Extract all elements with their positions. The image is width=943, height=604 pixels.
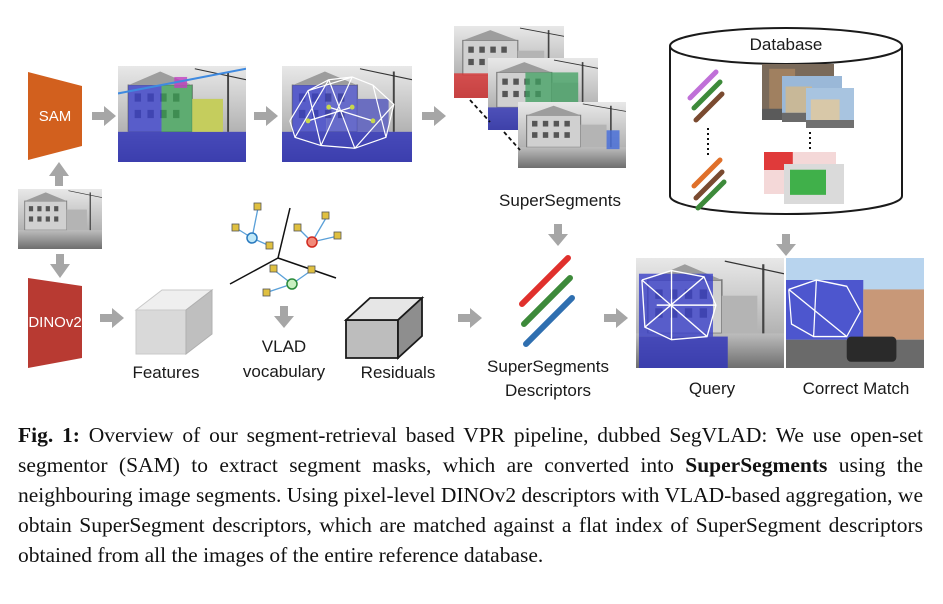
- supersegment-descriptor-bars: [519, 255, 575, 347]
- arrow-descriptors-to-query: [604, 308, 628, 328]
- caption-bold-term: SuperSegments: [685, 453, 828, 477]
- flow-arrows: [49, 106, 796, 328]
- arrow-sam-to-seg: [92, 106, 116, 126]
- residuals-label: Residuals: [361, 363, 436, 382]
- segment-graph-image: [282, 66, 412, 162]
- dinov2-label: DINOv2: [28, 314, 81, 331]
- arrow-supersegments-down: [548, 224, 568, 246]
- caption-text-2: using the neighbouring image segments. U…: [18, 453, 923, 567]
- vlad-label-line1: VLAD: [262, 337, 306, 356]
- vlad-vocabulary-diagram: [229, 202, 342, 297]
- database-cylinder: [669, 27, 903, 215]
- figure-caption: Fig. 1: Overview of our segment-retrieva…: [18, 420, 923, 570]
- arrow-up-to-sam: [49, 162, 69, 186]
- caption-prefix: Fig. 1:: [18, 423, 80, 447]
- correct-match-label: Correct Match: [803, 379, 910, 398]
- input-image: [18, 189, 102, 249]
- database-label: Database: [750, 35, 823, 54]
- arrow-residuals-to-descriptors: [458, 308, 482, 328]
- sam-block: SAM: [28, 72, 82, 160]
- arrow-seg-to-graph: [254, 106, 278, 126]
- descriptors-label-line1: SuperSegments: [487, 357, 609, 376]
- arrow-down-to-dinov2: [50, 254, 70, 278]
- descriptors-label-line2: Descriptors: [505, 381, 591, 400]
- query-label: Query: [689, 379, 736, 398]
- arrow-database-down: [776, 234, 796, 256]
- residuals-cube: [343, 295, 425, 361]
- sam-label: SAM: [39, 108, 72, 125]
- pipeline-diagram: SAM DINOv2: [18, 26, 924, 400]
- correct-match-image: [786, 258, 924, 368]
- vlad-label-line2: vocabulary: [243, 362, 326, 381]
- arrow-graph-to-supersegments: [422, 106, 446, 126]
- supersegments-stack: [454, 26, 626, 168]
- arrow-vocab-down: [274, 306, 294, 328]
- query-image: [636, 258, 784, 368]
- dinov2-block: DINOv2: [28, 278, 82, 368]
- segmented-image: [118, 66, 246, 162]
- features-label: Features: [132, 363, 199, 382]
- features-cube: [134, 288, 214, 356]
- supersegments-label: SuperSegments: [499, 191, 621, 210]
- caption-text-1: Overview of our segment-retrieval based …: [18, 423, 923, 477]
- arrow-dinov2-to-features: [100, 308, 124, 328]
